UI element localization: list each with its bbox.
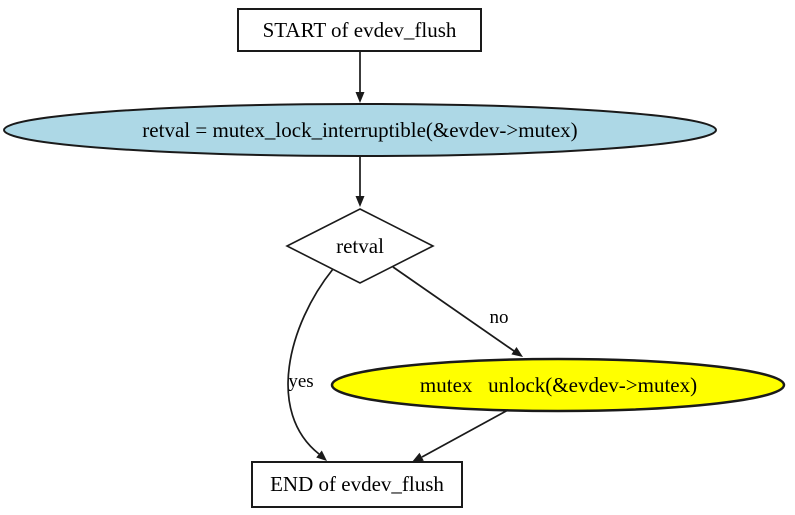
edge-unlock-to-end [421,409,509,458]
start-node-shape [237,8,482,52]
edge-decision-to-unlock-no [392,266,515,352]
unlock-node-shape [330,357,786,413]
arrowhead-unlock-to-end [412,452,424,462]
edge-decision-to-end-yes [287,268,334,455]
end-node-shape [251,461,463,508]
lock-node-shape [3,103,717,157]
arrowhead-start-to-lock [355,92,365,103]
arrowhead-lock-to-decision [355,196,365,207]
arrowhead-decision-to-unlock [511,347,523,357]
decision-node-shape [285,208,435,284]
arrowhead-decision-to-end [316,450,327,461]
